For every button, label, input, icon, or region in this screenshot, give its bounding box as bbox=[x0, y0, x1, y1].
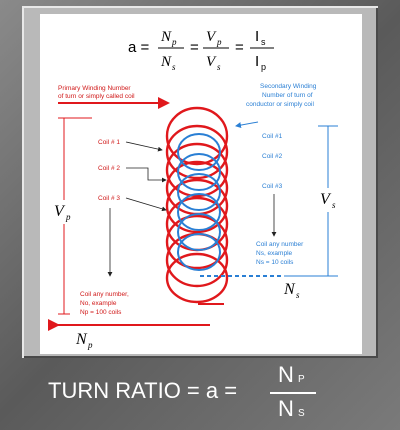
caption-denominator-sub: S bbox=[298, 408, 305, 419]
coil2-left-label: Coil # 2 bbox=[98, 165, 120, 172]
formula-eq-1: = bbox=[190, 39, 199, 56]
formula-np-sub: p bbox=[171, 37, 177, 47]
secondary-any-line1: Coil any number bbox=[256, 241, 304, 248]
secondary-coils bbox=[177, 133, 221, 271]
secondary-label-line2: Number of turn of bbox=[262, 92, 313, 99]
formula-is-num: I bbox=[255, 28, 259, 45]
coil2-left-pointer bbox=[126, 167, 167, 183]
secondary-label-line1: Secondary Winding bbox=[260, 83, 317, 90]
primary-any-line3: Np = 100 coils bbox=[80, 309, 122, 316]
secondary-label-line3: conductor or simply coil bbox=[246, 101, 314, 108]
coil3-left-label: Coil # 3 bbox=[98, 195, 120, 202]
formula-vp-num: V bbox=[206, 29, 217, 45]
formula-is-sub: s bbox=[261, 37, 266, 47]
vp-label: V bbox=[54, 203, 66, 220]
formula-vs-sub: s bbox=[217, 62, 221, 72]
primary-label-line2: of turn or simply called coil bbox=[58, 93, 135, 100]
formula-ip-num: I bbox=[255, 53, 259, 70]
diagram-panel: a = N p N s = V p V s = I s I p Primary … bbox=[40, 14, 362, 354]
vs-label-bg bbox=[316, 188, 342, 212]
vp-label-sub: p bbox=[65, 212, 71, 222]
ratio-formula: a = N p N s = V p V s = I s I p bbox=[128, 28, 274, 72]
vs-label-sub: s bbox=[332, 200, 336, 210]
coil2-right-label: Coil #2 bbox=[262, 153, 283, 160]
formula-ns-sub: s bbox=[172, 62, 176, 72]
formula-a-label: a = bbox=[128, 39, 150, 56]
formula-eq-2: = bbox=[235, 39, 244, 56]
vs-label: V bbox=[320, 191, 332, 208]
secondary-label-arrow bbox=[235, 121, 259, 129]
transformer-diagram: a = N p N s = V p V s = I s I p Primary … bbox=[48, 28, 342, 350]
secondary-any-line3: Ns = 10 coils bbox=[256, 259, 294, 266]
turn-ratio-caption: TURN RATIO = a = bbox=[48, 378, 238, 403]
formula-vs-den: V bbox=[206, 54, 217, 70]
primary-label-line1: Primary Winding Number bbox=[58, 85, 131, 92]
coil3-right-label: Coil #3 bbox=[262, 183, 283, 190]
vp-label-bg bbox=[52, 200, 76, 224]
caption-numerator-sub: P bbox=[298, 374, 305, 385]
caption-fraction-bar bbox=[270, 392, 316, 394]
formula-ns-den: N bbox=[160, 54, 172, 70]
coil1-left-label: Coil # 1 bbox=[98, 139, 120, 146]
formula-vp-sub: p bbox=[216, 37, 222, 47]
coil1-right-label: Coil #1 bbox=[262, 133, 283, 140]
coil1-left-pointer bbox=[125, 141, 163, 152]
formula-ip-sub: p bbox=[261, 62, 266, 72]
primary-any-line1: Coil any number, bbox=[80, 291, 129, 298]
caption-numerator: N bbox=[278, 362, 294, 387]
np-label: N bbox=[75, 331, 88, 348]
ns-label-sub: s bbox=[296, 290, 300, 300]
caption-denominator: N bbox=[278, 396, 294, 421]
ns-label: N bbox=[283, 281, 296, 298]
coil3-left-pointer bbox=[125, 197, 167, 212]
formula-np-num: N bbox=[160, 29, 172, 45]
primary-any-line2: No, example bbox=[80, 300, 117, 307]
np-label-sub: p bbox=[87, 340, 93, 350]
secondary-any-line2: Ns, example bbox=[256, 250, 293, 257]
